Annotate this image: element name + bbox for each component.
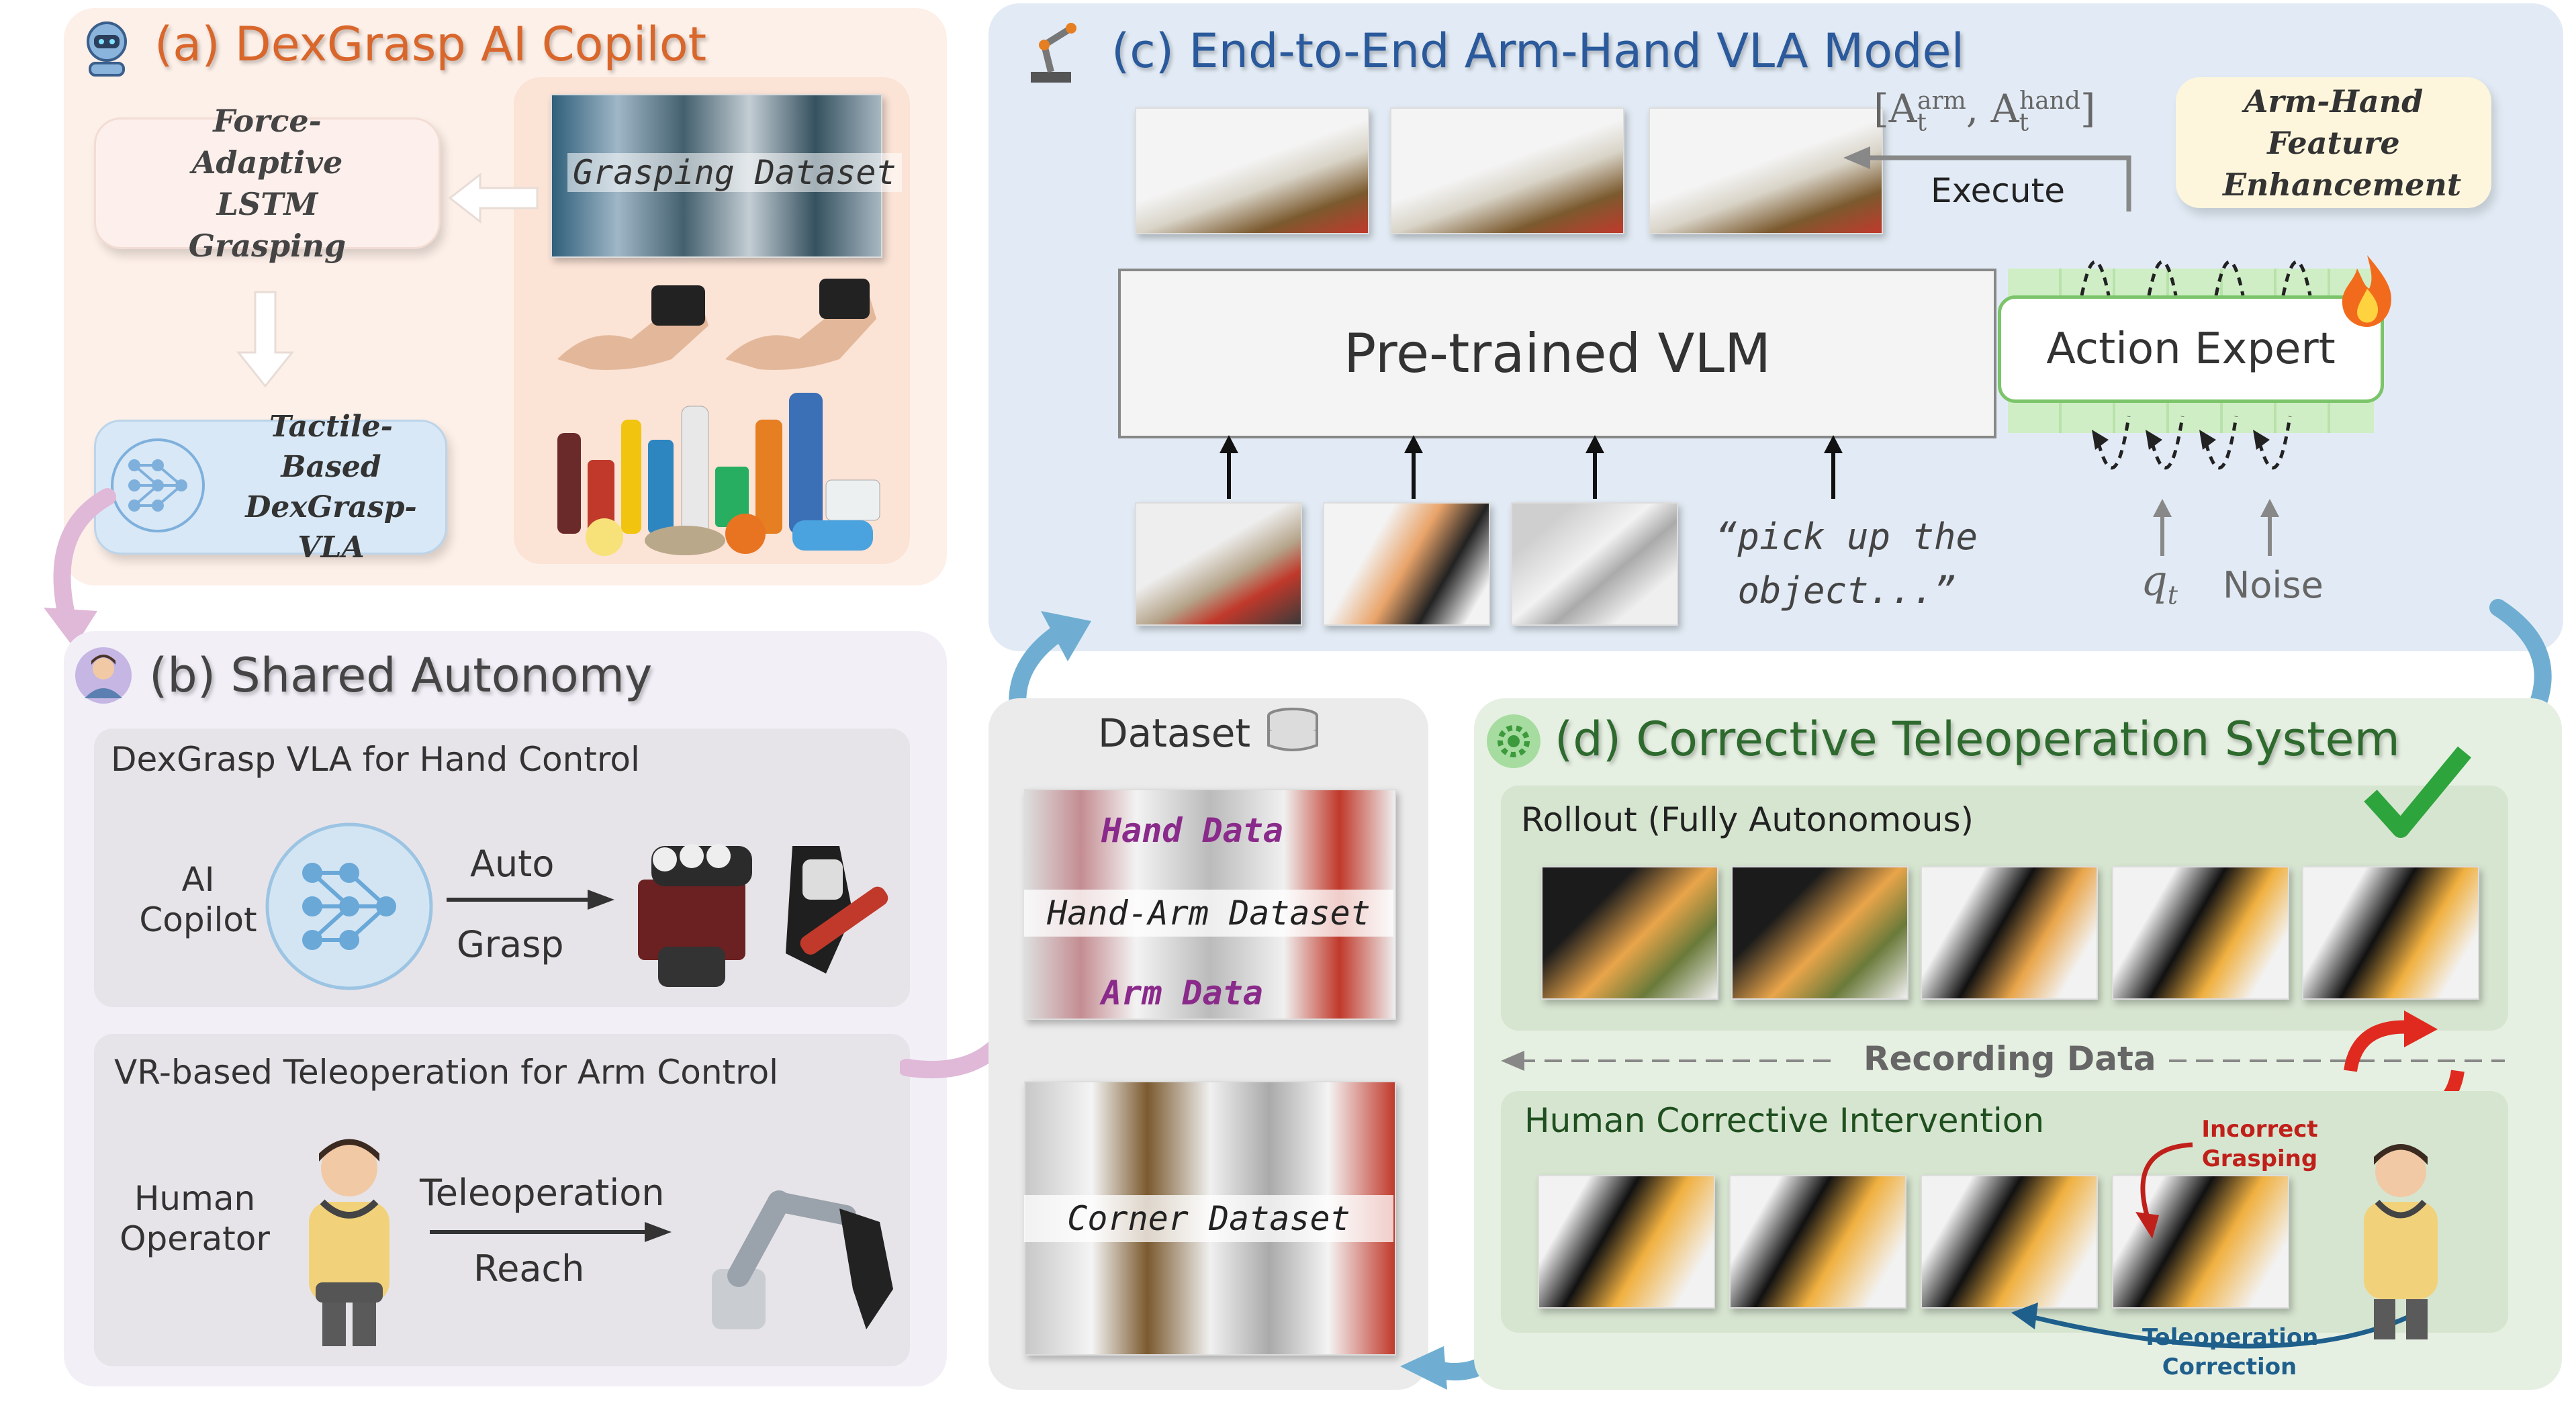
rollout-frame-5 — [2302, 866, 2479, 1000]
teleoperation-label: Teleoperation — [420, 1172, 665, 1214]
intervention-frame-3 — [1921, 1175, 2098, 1309]
tactile-glove-images — [557, 279, 876, 370]
intervention-label: Human Corrective Intervention — [1524, 1101, 2045, 1140]
formula-arm: arm — [1917, 87, 1966, 115]
arm-control-label: VR-based Teleoperation for Arm Control — [114, 1053, 779, 1092]
noise-input-loops — [2092, 416, 2292, 470]
arrow-teleop-reach — [430, 1222, 672, 1242]
formula-comma: , A — [1966, 86, 2019, 132]
formula-t-1: t — [1917, 109, 1927, 137]
dataset-title: Dataset — [1098, 710, 1251, 756]
panel-d-title: (d) Corrective Teleoperation System — [1555, 712, 2400, 767]
vlm-input-arrow-1 — [1220, 435, 1238, 499]
vlm-input-arrow-2 — [1404, 435, 1423, 499]
camera-view-3 — [1511, 502, 1678, 626]
pretrained-vlm-box: Pre-trained VLM — [1118, 269, 1996, 438]
robot-arm-icon — [1031, 23, 1076, 83]
formula-open: [A — [1874, 86, 1917, 132]
noise-arrow — [2260, 499, 2279, 556]
arrow-auto-grasp — [447, 890, 614, 910]
human-operator-label: Human Operator — [120, 1179, 270, 1258]
human-operator-figure-2 — [2364, 1144, 2438, 1339]
instruction-text: “pick up the object...” — [1715, 516, 1978, 612]
arrow-down-hollow — [236, 291, 295, 388]
dexgrasp-vla-label: Tactile-Based DexGrasp-VLA — [245, 409, 417, 565]
intervention-frame-1 — [1538, 1175, 1715, 1309]
recording-data-line — [1501, 1051, 2505, 1071]
rollout-frame-2 — [1731, 866, 1908, 1000]
database-icon — [1267, 708, 1318, 751]
q-t-arrow — [2153, 499, 2172, 556]
rollout-frame-3 — [1921, 866, 2098, 1000]
feature-enhancement-box: Arm-Hand Feature Enhancement — [2176, 77, 2491, 208]
lstm-grasping-box: Force-Adaptive LSTM Grasping — [94, 103, 441, 264]
rollout-frame-1 — [1541, 866, 1718, 1000]
feature-enhancement-label: Arm-Hand Feature Enhancement — [2223, 83, 2462, 203]
camera-view-2 — [1323, 502, 1490, 626]
action-expert-label: Action Expert — [2046, 324, 2336, 374]
gear-icon — [1487, 714, 1540, 768]
action-expert-box: Action Expert — [1998, 295, 2384, 403]
hand-control-label: DexGrasp VLA for Hand Control — [111, 740, 640, 779]
robot-arm-reach-image — [712, 1190, 893, 1329]
hand-grasp-image — [638, 844, 888, 987]
operator-avatar-icon — [75, 647, 132, 704]
reach-label: Reach — [473, 1247, 585, 1290]
formula-t-2: t — [2019, 109, 2029, 137]
grasp-label: Grasp — [457, 923, 564, 965]
lstm-grasping-label: Force-Adaptive LSTM Grasping — [188, 103, 347, 264]
panel-c-title: (c) End-to-End Arm-Hand VLA Model — [1111, 23, 1965, 79]
q-sub: t — [2167, 580, 2178, 610]
vlm-input-arrow-text — [1824, 435, 1843, 499]
panel-b-title: (b) Shared Autonomy — [149, 648, 653, 703]
curved-arrow-a-to-b — [44, 488, 116, 648]
execution-image-1 — [1135, 107, 1369, 234]
pretrained-vlm-label: Pre-trained VLM — [1343, 322, 1771, 385]
intervention-frame-2 — [1729, 1175, 1906, 1309]
ai-copilot-label: AI Copilot — [139, 860, 257, 939]
teleop-correction-arrow — [2011, 1303, 2412, 1349]
formula-hand: hand — [2019, 87, 2080, 115]
q-label: q — [2141, 556, 2168, 605]
hand-arm-dataset-label: Hand-Arm Dataset — [1024, 890, 1393, 937]
arm-data-label: Arm Data — [1101, 974, 1263, 1012]
rollout-label: Rollout (Fully Autonomous) — [1521, 800, 1974, 839]
q-t-label: qt — [2141, 556, 2178, 610]
attention-loops — [2080, 260, 2312, 296]
panel-a-title: (a) DexGrasp AI Copilot — [154, 17, 707, 72]
rollout-frame-4 — [2112, 866, 2289, 1000]
recording-data-label: Recording Data — [1864, 1039, 2156, 1078]
noise-label: Noise — [2223, 564, 2324, 606]
robot-head-icon — [87, 21, 127, 77]
vlm-input-arrow-3 — [1585, 435, 1604, 499]
hand-control-section — [94, 728, 910, 1007]
grasp-objects-image — [557, 393, 880, 556]
arrow-left-hollow — [448, 172, 539, 224]
execute-label: Execute — [1931, 171, 2065, 210]
camera-view-1 — [1135, 502, 1302, 626]
checkmark-icon — [2364, 746, 2471, 838]
incorrect-grasping-label: Incorrect Grasping — [2201, 1116, 2318, 1172]
auto-label: Auto — [470, 843, 555, 885]
action-formula: [Atarm, Athand] — [1874, 86, 2096, 137]
neural-network-icon — [111, 438, 205, 532]
execute-arrow — [1843, 146, 2131, 211]
ai-copilot-network-icon — [265, 822, 433, 990]
execution-image-2 — [1390, 107, 1624, 234]
formula-close: ] — [2080, 86, 2096, 132]
teleop-correction-label: Teleoperation Correction — [2142, 1324, 2319, 1380]
incorrect-grasp-arrow — [2135, 1142, 2193, 1239]
execution-image-3 — [1649, 107, 1883, 234]
fire-icon — [2342, 255, 2391, 327]
corner-dataset-label: Corner Dataset — [1024, 1195, 1393, 1242]
human-operator-figure — [309, 1139, 389, 1346]
grasping-dataset-label: Grasping Dataset — [567, 153, 902, 192]
hand-data-label: Hand Data — [1101, 811, 1283, 850]
